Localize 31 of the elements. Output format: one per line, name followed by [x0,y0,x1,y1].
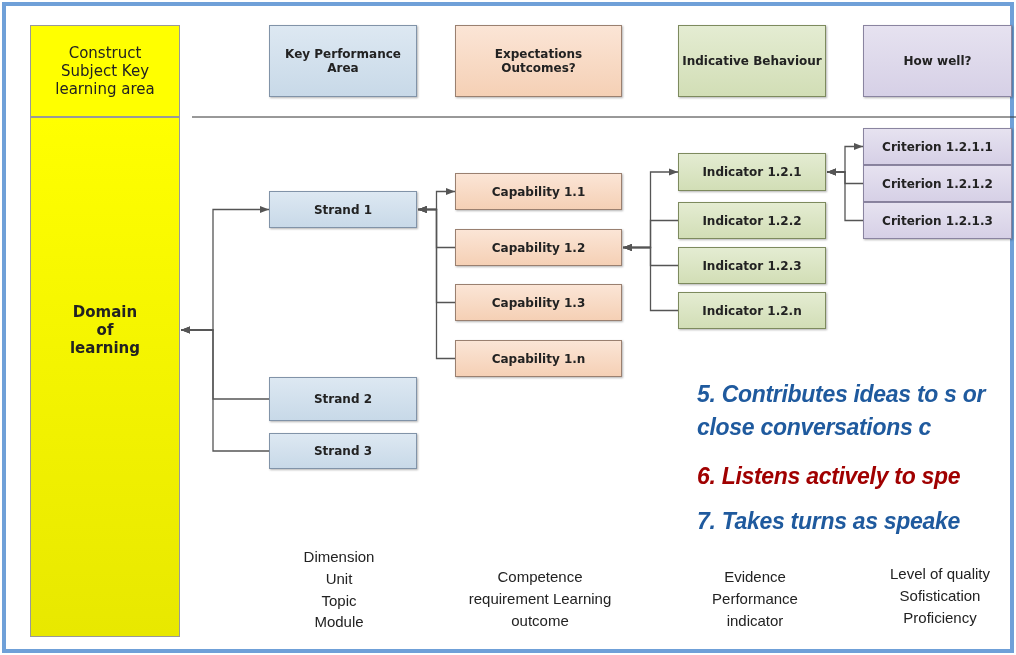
column-header: Construct Subject Key learning area [30,25,180,117]
indicator-box: Indicator 1.2.1 [678,153,826,191]
indicator-box: Indicator 1.2.3 [678,247,826,284]
column-caption: Level of quality Sofistication Proficiency [888,564,992,628]
arrow [826,168,864,222]
arrow [180,326,270,452]
domain-column: Domain of learning [30,117,180,637]
capability-box: Capability 1.3 [455,284,622,321]
strand-box: Strand 2 [269,377,417,421]
column-caption: Dimension Unit Topic Module [302,547,376,633]
capability-box: Capability 1.1 [455,173,622,210]
column-caption: Evidence Performance indicator [711,567,799,631]
note-text: 5. Contributes ideas to s or close conversations c [697,380,988,443]
arrow [622,243,679,312]
column-caption: Competence requirement Learning outcome [467,567,613,631]
strand-box: Strand 1 [269,191,417,228]
header-box: Key Performance Area [269,25,417,97]
header-box: How well? [863,25,1012,97]
capability-box: Capability 1.n [455,340,622,377]
indicator-box: Indicator 1.2.2 [678,202,826,239]
capability-box: Capability 1.2 [455,229,622,266]
header-box: Indicative Behaviour [678,25,826,97]
criterion-box: Criterion 1.2.1.1 [863,128,1012,165]
header-box: Expectations Outcomes? [455,25,622,97]
arrow [417,205,456,360]
note-text: 6. Listens actively to spe [697,462,962,491]
indicator-box: Indicator 1.2.n [678,292,826,329]
criterion-box: Criterion 1.2.1.2 [863,165,1012,202]
note-text: 7. Takes turns as speake [697,507,961,536]
strand-box: Strand 3 [269,433,417,469]
criterion-box: Criterion 1.2.1.3 [863,202,1012,239]
